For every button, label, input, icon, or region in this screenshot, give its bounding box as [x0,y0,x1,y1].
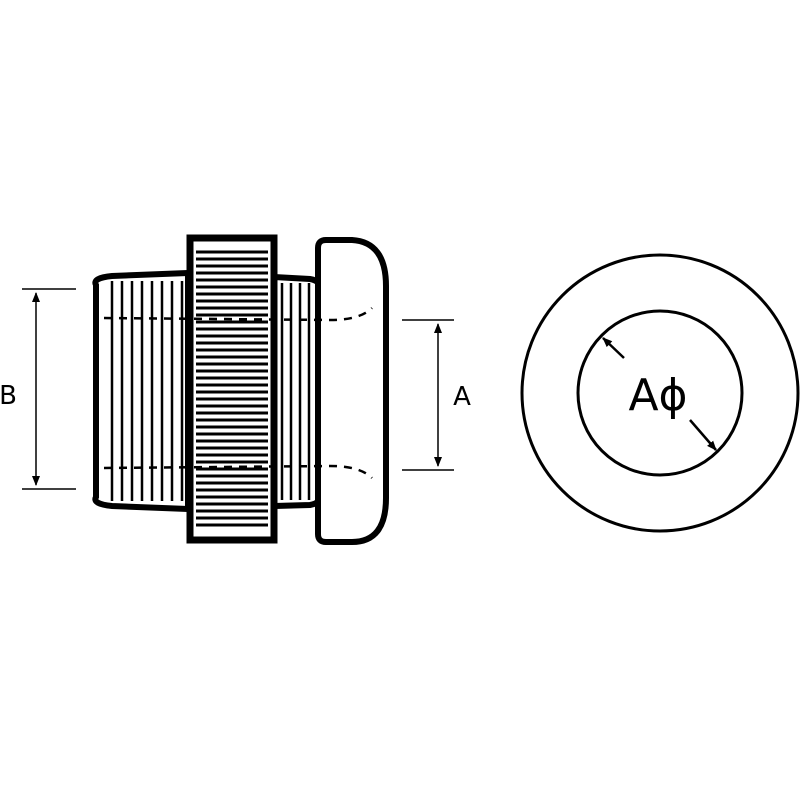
diameter-label: Aϕ [628,370,687,421]
dimension-b: B [0,288,76,490]
threaded-body-right [271,273,325,510]
end-view: Aϕ [520,253,800,533]
threaded-body-left [92,269,191,513]
diameter-arrow-lower [689,419,717,451]
hidden-bore-lines [103,307,373,479]
dimension-a: A [402,319,471,471]
dimension-a-label: A [453,382,471,412]
diameter-arrow-upper [602,337,625,359]
cap-head [315,237,389,545]
side-view: B A [0,234,471,545]
knurled-nut [186,234,278,544]
dimension-b-label: B [0,381,17,411]
